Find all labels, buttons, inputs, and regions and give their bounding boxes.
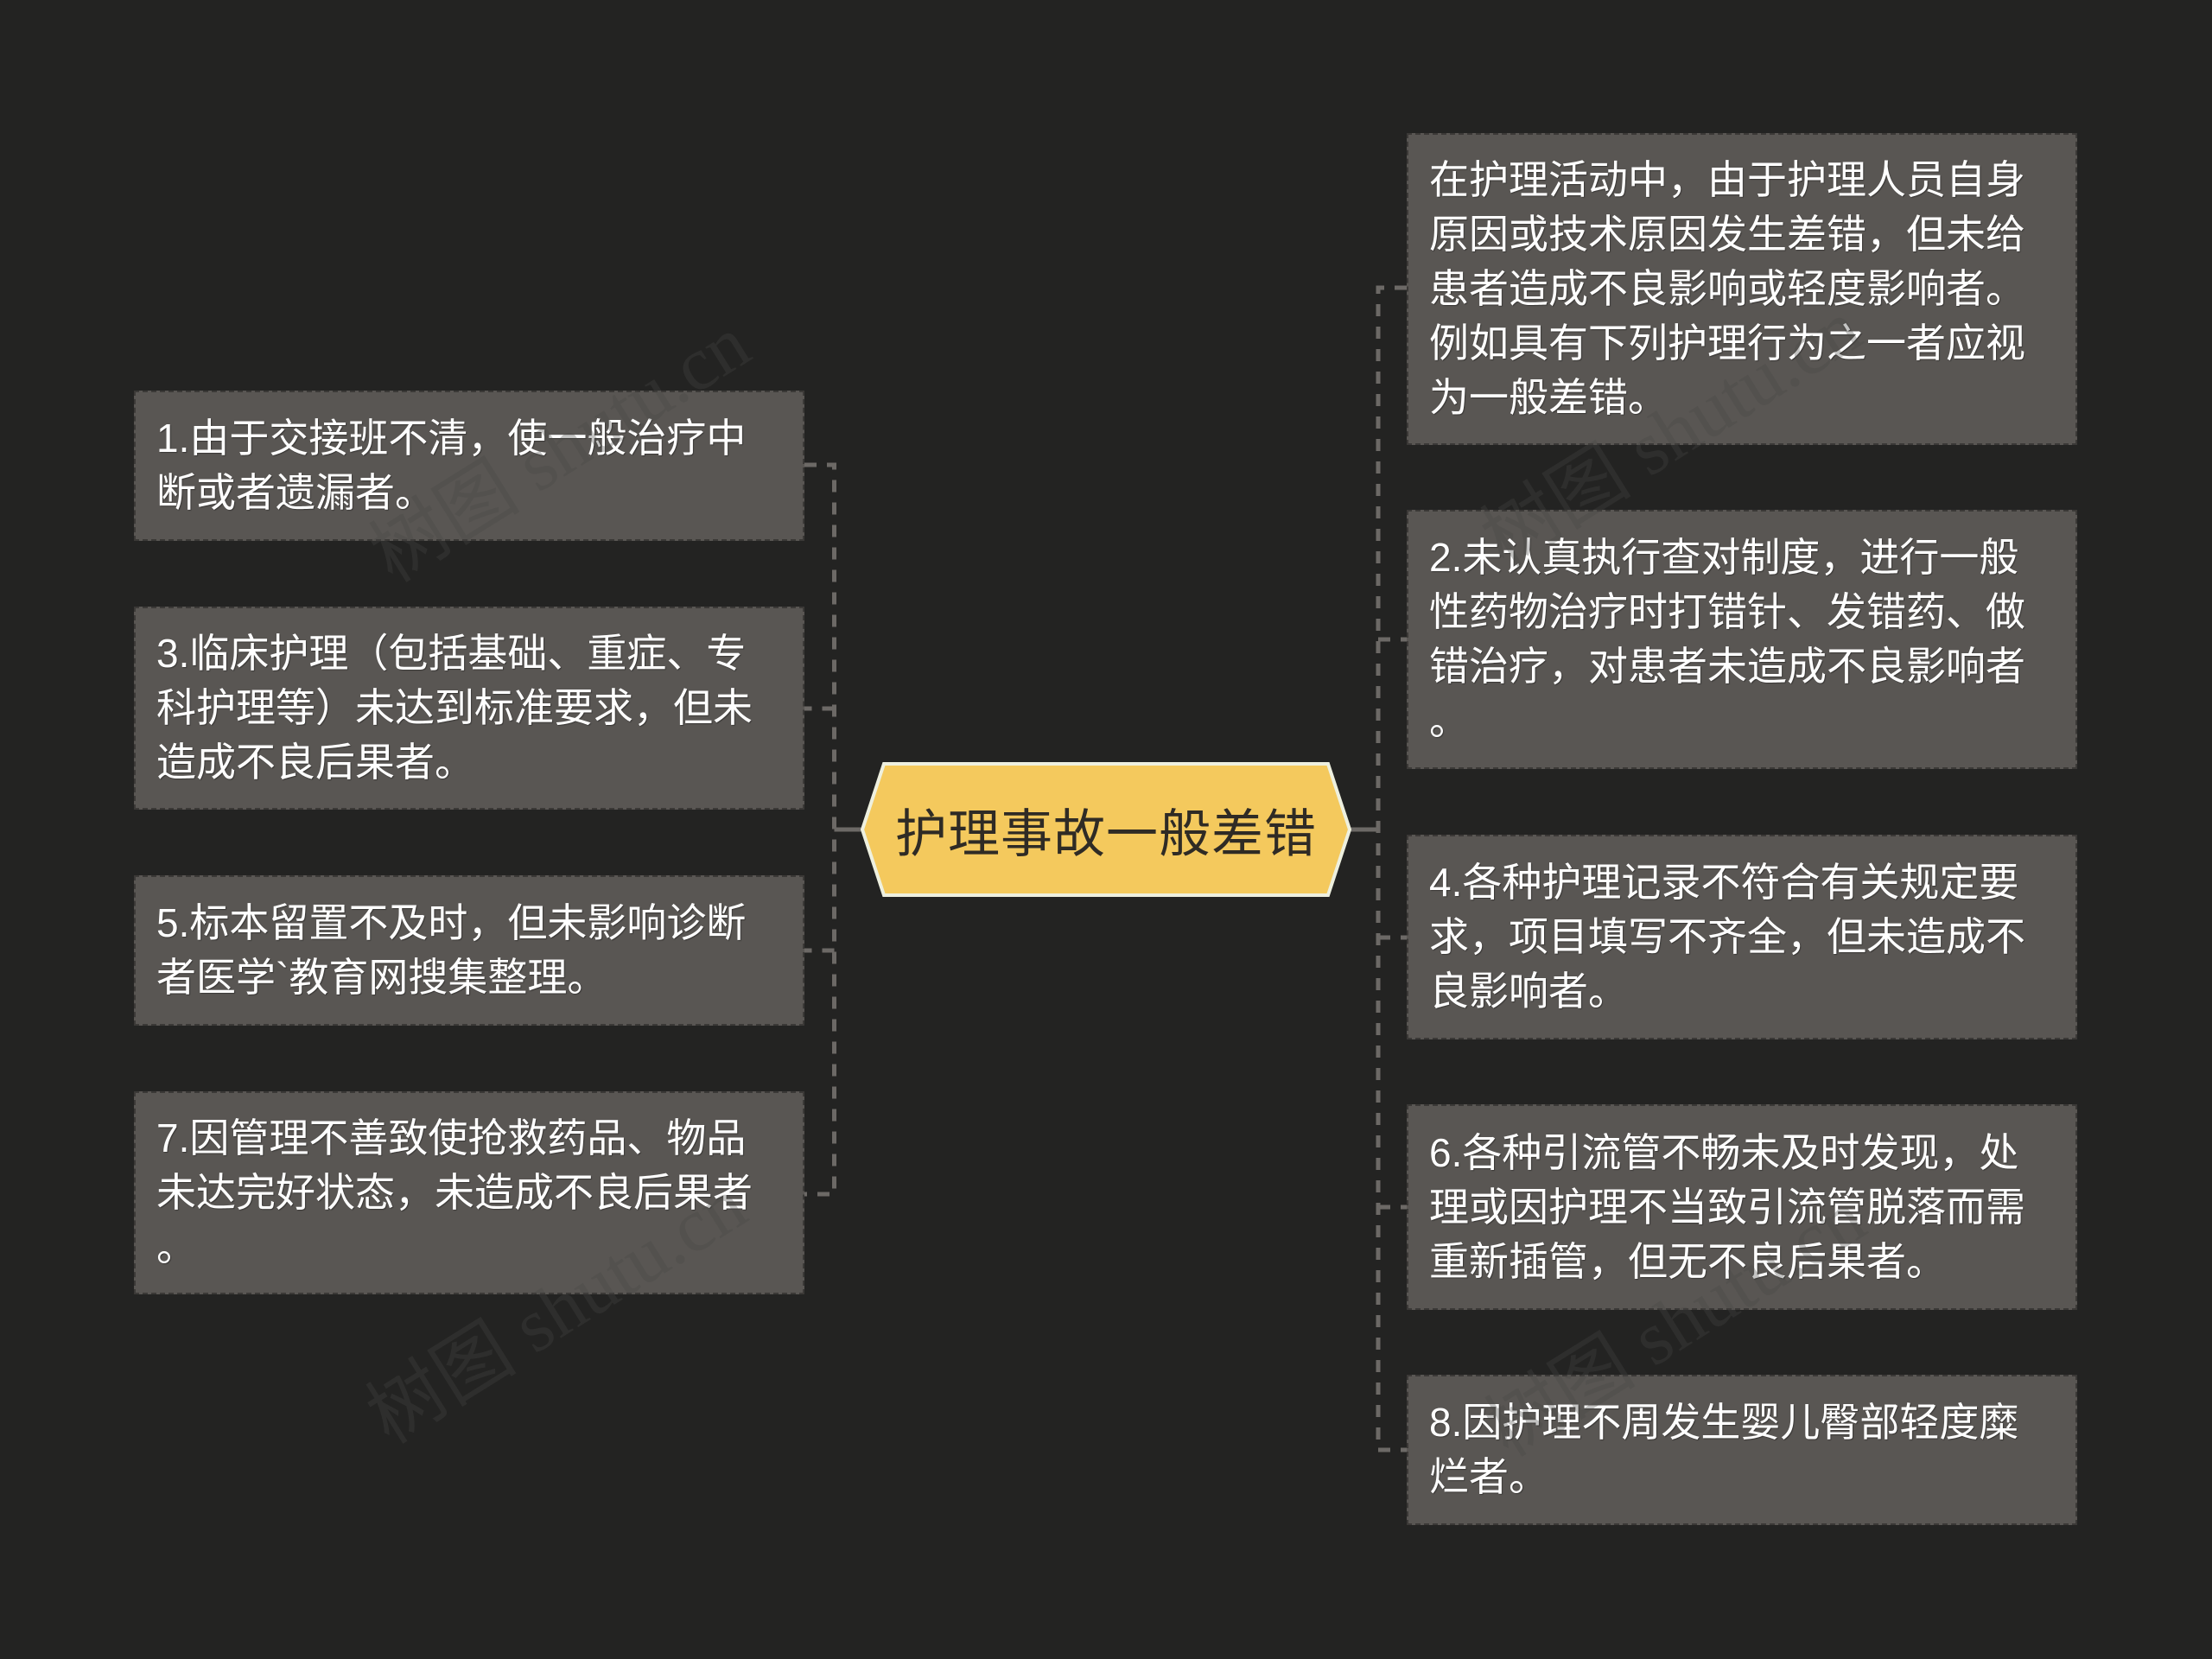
topic-node-1: 1.由于交接班不清，使一般治疗中 断或者遗漏者。 (134, 391, 804, 541)
topic-line: 未达完好状态，未造成不良后果者 (156, 1170, 753, 1215)
topic-line: 例如具有下列护理行为之一者应视 (1429, 321, 2025, 365)
topic-line: 理或因护理不当致引流管脱落而需 (1429, 1184, 2025, 1230)
topic-line: 1.由于交接班不清，使一般治疗中 (156, 416, 747, 461)
topic-line: 重新插管，但无不良后果者。 (1429, 1238, 1946, 1284)
topic-node-4: 4.各种护理记录不符合有关规定要 求，项目填写不齐全，但未造成不 良影响者。 (1407, 835, 2077, 1039)
topic-node-8: 8.因护理不周发生婴儿臀部轻度糜 烂者。 (1407, 1375, 2077, 1525)
topic-line: 患者造成不良影响或轻度影响者。 (1429, 266, 2025, 311)
topic-line: 性药物治疗时打错针、发错药、做 (1429, 589, 2025, 634)
right-branch-connector (1376, 285, 1407, 1452)
topic-line: 3.临床护理（包括基础、重症、专 (156, 631, 747, 676)
topic-line: 原因或技术原因发生差错，但未给 (1429, 212, 2025, 257)
topic-line: 者医学`教育网搜集整理。 (156, 955, 607, 1000)
topic-line: 为一般差错。 (1429, 375, 1668, 420)
topic-line: 科护理等）未达到标准要求，但未 (156, 685, 753, 730)
topic-node-7: 7.因管理不善致使抢救药品、物品 未达完好状态，未造成不良后果者 。 (134, 1091, 804, 1294)
root-hexagon-shape (861, 762, 1351, 897)
topic-line: 良影响者。 (1429, 969, 1628, 1014)
topic-line: 断或者遗漏者。 (156, 470, 435, 515)
left-branch-connector (804, 462, 836, 1197)
topic-node-definition: 在护理活动中，由于护理人员自身 原因或技术原因发生差错，但未给 患者造成不良影响… (1407, 133, 2077, 445)
topic-line: 8.因护理不周发生婴儿臀部轻度糜 (1429, 1400, 2019, 1445)
topic-line: 4.各种护理记录不符合有关规定要 (1429, 860, 2019, 905)
topic-line: 。 (1429, 698, 1469, 743)
topic-line: 烂者。 (1429, 1454, 1548, 1499)
topic-line: 求，项目填写不齐全，但未造成不 (1429, 914, 2025, 959)
topic-line: 2.未认真执行查对制度，进行一般 (1429, 535, 2019, 580)
topic-node-6: 6.各种引流管不畅未及时发现，处 理或因护理不当致引流管脱落而需 重新插管，但无… (1407, 1104, 2077, 1310)
topic-line: 7.因管理不善致使抢救药品、物品 (156, 1116, 747, 1160)
topic-line: 6.各种引流管不畅未及时发现，处 (1429, 1129, 2019, 1175)
topic-node-2: 2.未认真执行查对制度，进行一般 性药物治疗时打错针、发错药、做 错治疗，对患者… (1407, 510, 2077, 769)
topic-line: 造成不良后果者。 (156, 740, 474, 785)
root-topic-label: 护理事故一般差错 (895, 804, 1317, 863)
topic-line: 。 (156, 1224, 196, 1269)
topic-line: 5.标本留置不及时，但未影响诊断 (156, 900, 747, 945)
root-topic: 护理事故一般差错 (861, 762, 1351, 897)
topic-node-3: 3.临床护理（包括基础、重症、专 科护理等）未达到标准要求，但未 造成不良后果者… (134, 607, 804, 810)
topic-line: 在护理活动中，由于护理人员自身 (1429, 157, 2025, 202)
topic-line: 错治疗，对患者未造成不良影响者 (1429, 644, 2025, 689)
topic-node-5: 5.标本留置不及时，但未影响诊断 者医学`教育网搜集整理。 (134, 875, 804, 1026)
